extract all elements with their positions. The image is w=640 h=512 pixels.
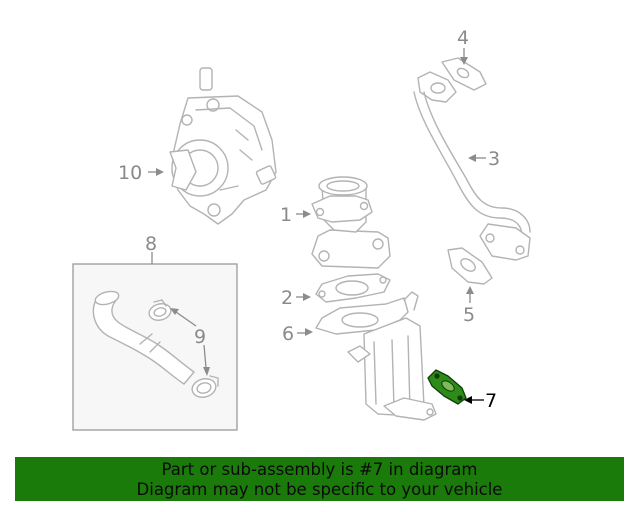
- banner-line-1: Part or sub-assembly is #7 in diagram: [161, 460, 478, 479]
- callout-3: 3: [488, 148, 500, 170]
- callout-2: 2: [281, 287, 293, 309]
- part-3-egr-tube[interactable]: [413, 71, 531, 261]
- leader-lines: [148, 48, 486, 404]
- part-7-gasket-highlighted[interactable]: [427, 369, 467, 405]
- callout-5: 5: [463, 304, 475, 326]
- callout-4: 4: [457, 27, 469, 49]
- parts-diagram: 10 1 2 6 4 3 5 7 8 9: [72, 27, 531, 431]
- part-5-gasket[interactable]: [447, 247, 493, 285]
- callout-8: 8: [145, 233, 157, 255]
- part-1-egr-housing[interactable]: [311, 176, 391, 269]
- part-9-clamp-lower[interactable]: [190, 375, 219, 400]
- part-4-gasket[interactable]: [441, 57, 487, 91]
- callout-6: 6: [282, 323, 294, 345]
- part-10-vacuum-pump[interactable]: [169, 67, 277, 225]
- part-6-egr-cooler[interactable]: [315, 291, 437, 421]
- callout-7: 7: [485, 390, 497, 412]
- part-9-clamp-upper[interactable]: [147, 299, 172, 323]
- part-2-gasket[interactable]: [315, 273, 391, 303]
- callout-10: 10: [118, 162, 142, 184]
- info-banner: Part or sub-assembly is #7 in diagram Di…: [15, 457, 624, 501]
- callout-9: 9: [194, 326, 206, 348]
- callout-1: 1: [280, 204, 292, 226]
- part-8-hose[interactable]: [92, 289, 195, 385]
- banner-line-2: Diagram may not be specific to your vehi…: [136, 480, 503, 499]
